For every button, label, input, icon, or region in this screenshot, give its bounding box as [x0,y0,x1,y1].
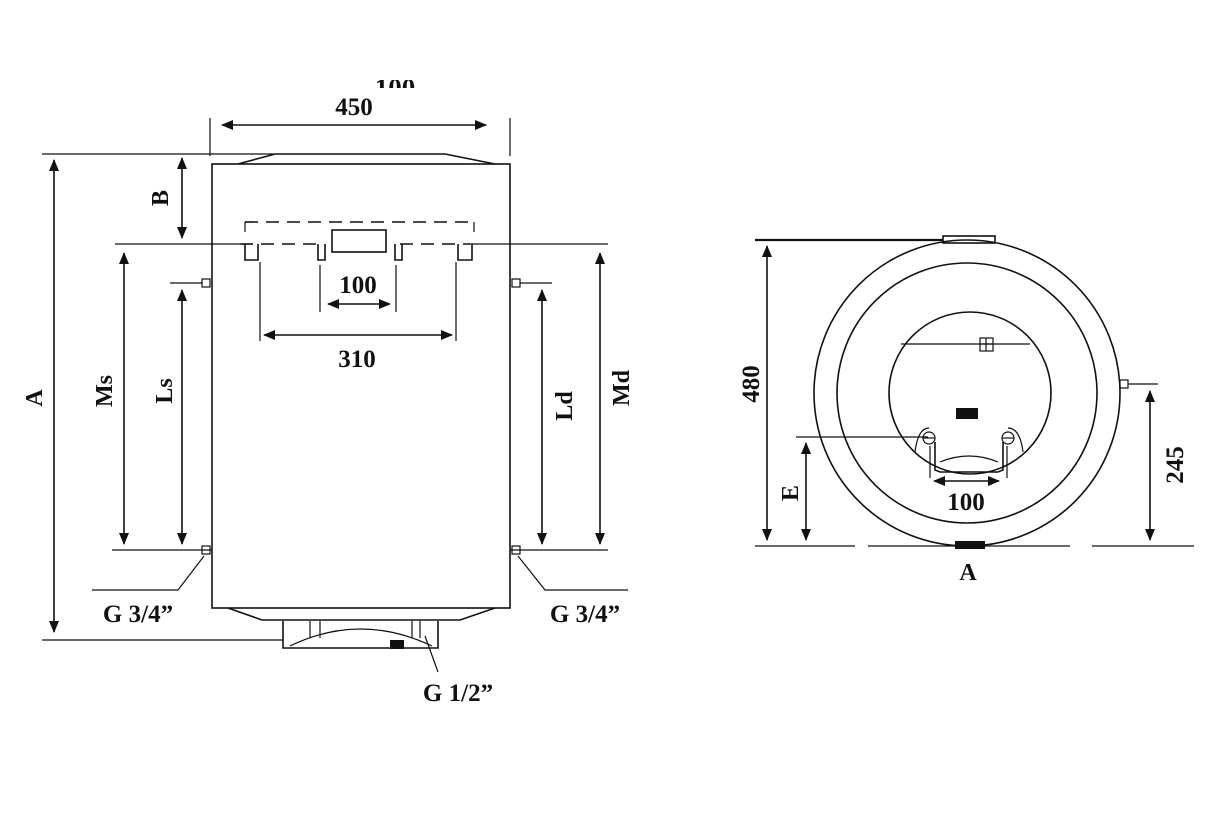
dim-A-label: A [22,389,48,407]
dim-bracket-100-label: 100 [339,272,377,299]
bottom-connection-housing [282,621,439,649]
bottom-connection-arc [289,628,433,647]
tank-top-cap [237,153,496,165]
front-view: 100 450 100 310 A B Ms Ls Ld Md G 3/4” G… [22,73,635,707]
dim-Ls-label: Ls [152,378,178,403]
bottom-foot [955,541,985,549]
dim-Ld-label: Ld [552,391,578,421]
right-lower-fitting [511,545,521,555]
dim-310-label: 310 [338,346,376,373]
flange-circle [888,311,1052,475]
left-upper-fitting [201,278,211,288]
dim-side-A-label: A [959,560,977,586]
dim-Md-label: Md [609,369,635,406]
dim-480-label: 480 [738,365,765,403]
dim-450-label: 450 [335,94,373,121]
dim-side-100-label: 100 [947,489,985,516]
left-pipe-label: G 3/4” [103,601,173,628]
right-pipe-label: G 3/4” [550,601,620,628]
dim-B-label: B [148,190,174,206]
dim-top-clipped-label: 100 [375,73,416,103]
drain-plug [390,640,404,649]
left-lower-fitting [201,545,211,555]
wall-bracket [240,221,475,261]
heating-element [956,408,978,419]
dim-245-label: 245 [1162,446,1189,484]
right-upper-fitting [511,278,521,288]
dim-E-label: E [778,485,804,501]
bottom-pipe-label: G 1/2” [423,680,493,707]
inner-shell [836,262,1098,524]
tank-bottom-cap [227,607,496,621]
side-view: 480 245 E 100 A [738,235,1194,586]
dim-Ms-label: Ms [92,375,118,407]
side-fitting [1119,379,1129,389]
tank-body [211,163,511,609]
bracket-slot [331,229,387,253]
